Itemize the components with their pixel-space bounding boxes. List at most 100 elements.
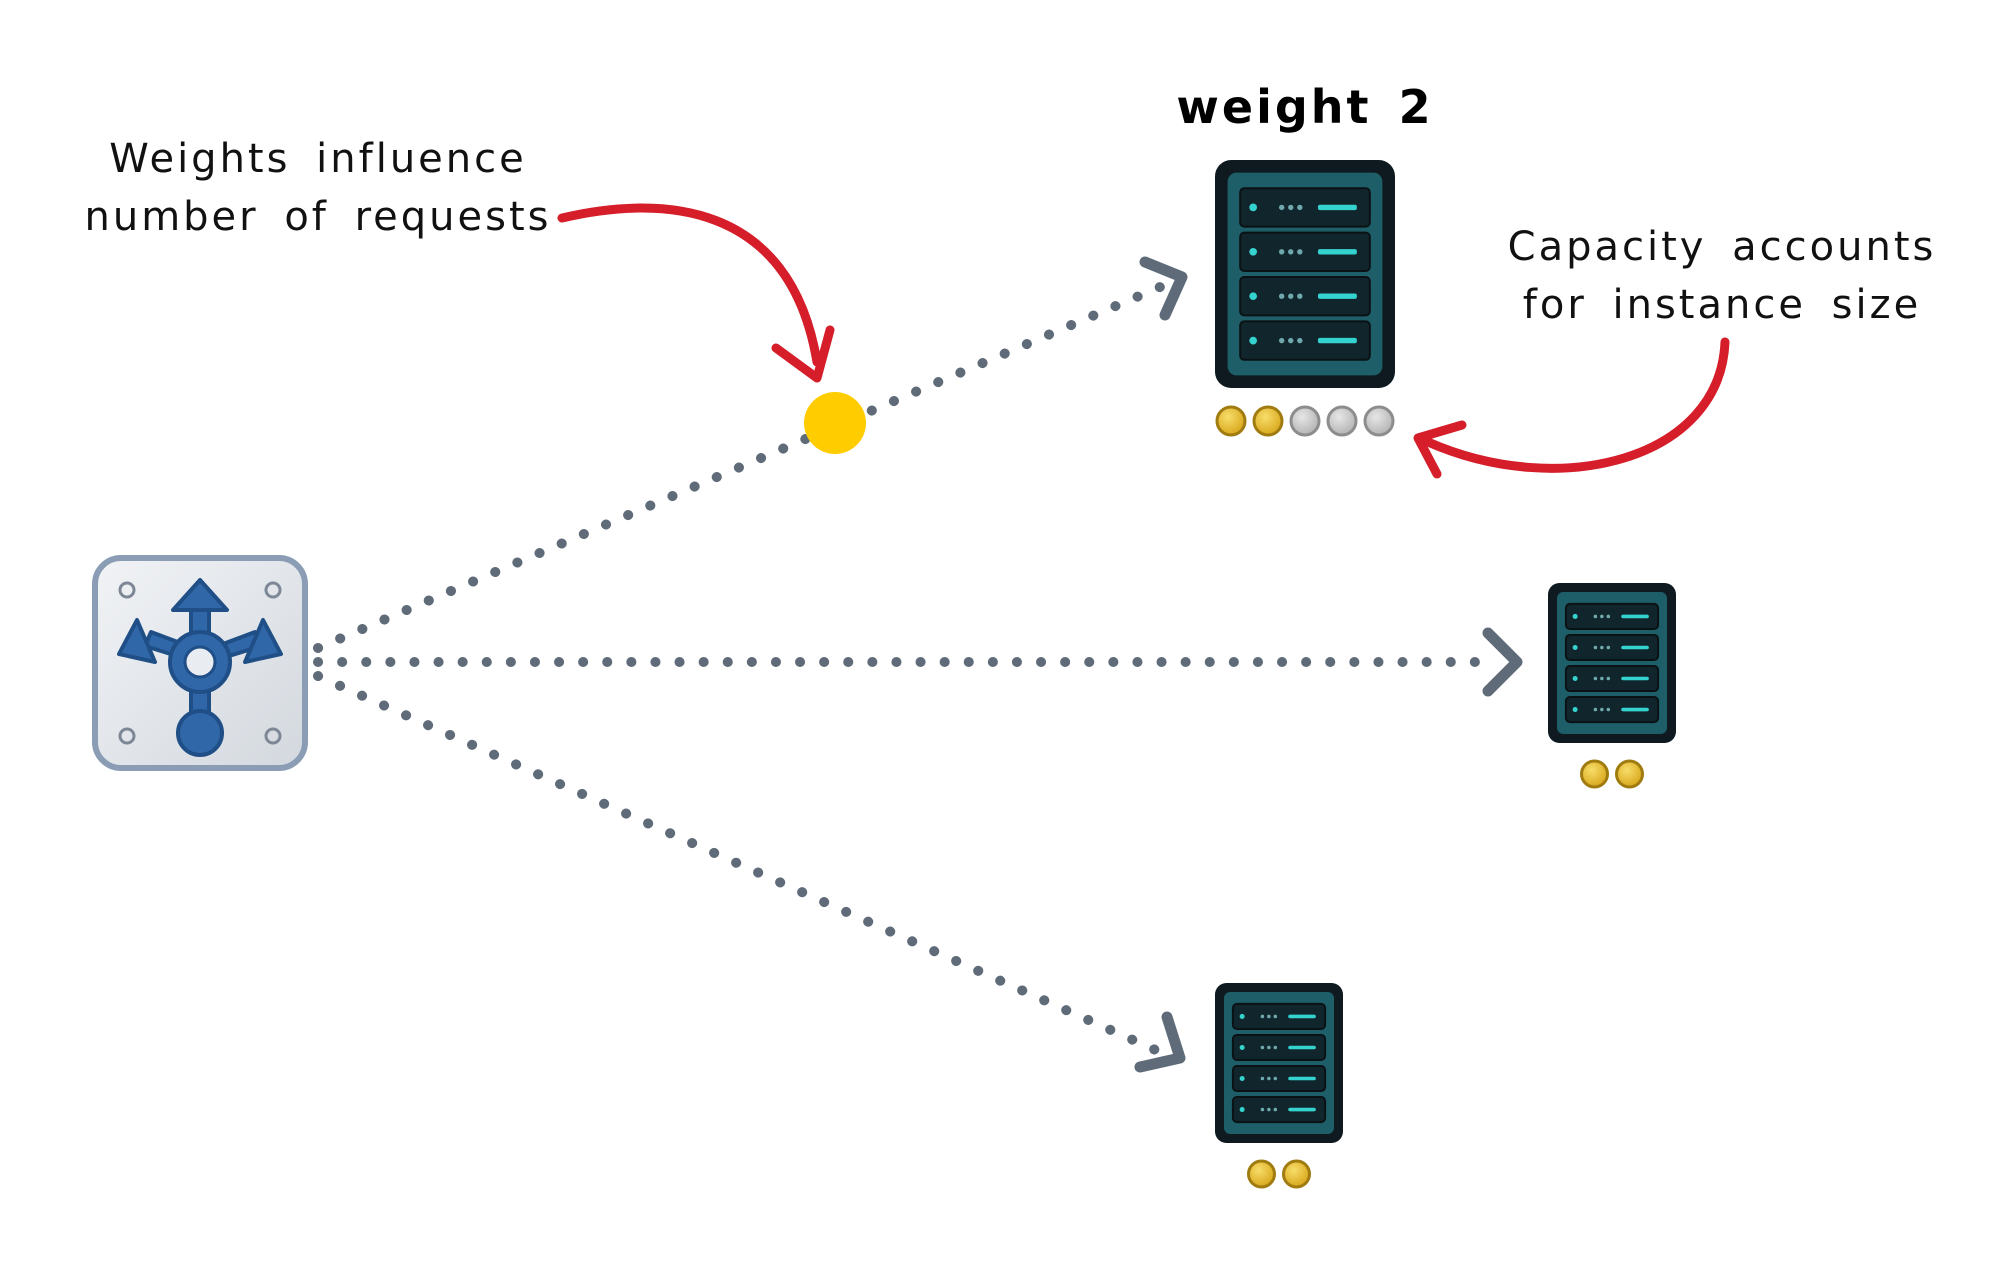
server-middle-bay (1564, 602, 1660, 630)
server-bottom-indicator (1267, 1076, 1271, 1081)
server-bottom-indicator (1267, 1014, 1271, 1019)
server-middle-bay (1564, 633, 1660, 662)
capacity-used-coin-icon (1282, 1159, 1311, 1189)
server-bottom-indicator (1260, 1076, 1265, 1081)
server-top-bay (1239, 187, 1371, 228)
arrowhead-bottom (1134, 1011, 1186, 1073)
connector-to-bottom-server (313, 671, 1165, 1057)
server-top-indicator (1288, 249, 1294, 255)
server-top-indicator (1297, 204, 1303, 211)
server-middle-indicator (1606, 614, 1611, 619)
server-weight-label: weight 2 (1176, 80, 1433, 134)
server-middle-indicator (1600, 676, 1604, 681)
server-bottom-indicator (1273, 1107, 1278, 1112)
capacity-free-coin-icon (1363, 405, 1395, 437)
server-middle-led (1572, 676, 1578, 682)
server-top-bay (1239, 320, 1371, 361)
server-middle-status-bar (1621, 645, 1649, 650)
server-bottom-indicator (1273, 1076, 1278, 1081)
server-bottom-led (1239, 1107, 1245, 1113)
server-top-indicator (1278, 204, 1285, 211)
server-bottom-bay (1231, 1002, 1327, 1030)
server-bottom-status-bar (1288, 1107, 1316, 1112)
server-top-indicator (1288, 204, 1294, 211)
server-middle-indicator (1606, 707, 1611, 712)
load-balancer-icon (92, 555, 308, 771)
server-top-status-bar (1317, 293, 1357, 299)
server-bottom-bay (1231, 1065, 1327, 1093)
capacity-used-coin-icon (1247, 1159, 1276, 1189)
server-top-indicator (1297, 337, 1303, 344)
server-middle-led (1572, 707, 1578, 713)
server-middle-bay (1564, 696, 1660, 724)
connector-group (313, 256, 1523, 1073)
server-top-status-bar (1317, 337, 1357, 344)
server-top-led (1249, 336, 1258, 345)
capacity-used-coin-icon (1580, 759, 1609, 789)
arrowhead-middle (1482, 627, 1523, 697)
server-top-bay (1239, 231, 1371, 273)
server-middle-indicator (1593, 645, 1598, 650)
capacity-free-coin-icon (1326, 405, 1358, 437)
server-top-bay (1239, 276, 1371, 317)
capacity-free-coin-icon (1289, 405, 1321, 437)
server-top-status-bar (1317, 249, 1357, 255)
server-middle-indicator (1606, 645, 1611, 650)
server-middle-indicator (1593, 707, 1598, 712)
server-bottom-status-bar (1288, 1045, 1316, 1050)
server-top-led (1249, 203, 1258, 212)
server-bottom-led (1239, 1076, 1245, 1082)
server-top-status-bar (1317, 204, 1357, 211)
server-top-indicator (1278, 293, 1285, 299)
server-middle-status-bar (1621, 707, 1649, 712)
weights-annotation-arrowhead (771, 325, 835, 383)
server-middle-bay (1564, 665, 1660, 693)
capacity-annotation-line1: Capacity accounts (1508, 224, 1937, 270)
server-bottom-indicator (1273, 1045, 1278, 1050)
server-top-indicator (1288, 293, 1294, 299)
server-top-indicator (1278, 249, 1285, 255)
server-middle-indicator (1593, 676, 1598, 681)
server-top-indicator (1297, 293, 1303, 299)
server-bottom-indicator (1267, 1107, 1271, 1112)
arrowhead-top (1139, 256, 1188, 321)
server-bottom-indicator (1260, 1014, 1265, 1019)
capacity-annotation-line2: for instance size (1523, 282, 1921, 328)
server-middle-indicator (1593, 614, 1598, 619)
server-middle-indicator (1600, 707, 1604, 712)
server-middle-led (1572, 613, 1578, 619)
server-middle-status-bar (1621, 676, 1649, 681)
capacity-used-coin-icon (1252, 405, 1284, 437)
servers-group (1215, 160, 1676, 1189)
server-bottom-led (1239, 1013, 1245, 1019)
server-top-led (1249, 292, 1258, 301)
weights-annotation-line2: number of requests (85, 194, 552, 240)
server-middle-status-bar (1621, 614, 1649, 619)
server-middle (1548, 583, 1676, 789)
server-middle-indicator (1600, 614, 1604, 619)
server-bottom-indicator (1267, 1045, 1271, 1050)
server-middle-indicator (1600, 645, 1604, 650)
server-bottom (1215, 983, 1343, 1189)
connector-to-top-server (313, 282, 1165, 653)
server-bottom-indicator (1260, 1107, 1265, 1112)
server-bottom-status-bar (1288, 1076, 1316, 1081)
capacity-annotation-arrowhead (1413, 420, 1467, 479)
server-bottom-led (1239, 1044, 1245, 1050)
server-bottom-indicator (1260, 1045, 1265, 1050)
capacity-annotation-arrow (1423, 337, 1730, 473)
server-bottom-bay (1231, 1096, 1327, 1124)
server-middle-led (1572, 644, 1578, 650)
server-bottom-indicator (1273, 1014, 1278, 1019)
server-top-indicator (1278, 337, 1285, 344)
server-top-indicator (1288, 337, 1294, 344)
request-dot (804, 392, 866, 454)
server-top-indicator (1297, 249, 1303, 255)
weights-annotation-arrow (557, 203, 822, 367)
server-top (1215, 160, 1395, 437)
server-top-led (1249, 247, 1258, 256)
server-bottom-bay (1231, 1033, 1327, 1061)
capacity-used-coin-icon (1615, 759, 1644, 789)
server-middle-indicator (1606, 676, 1611, 681)
